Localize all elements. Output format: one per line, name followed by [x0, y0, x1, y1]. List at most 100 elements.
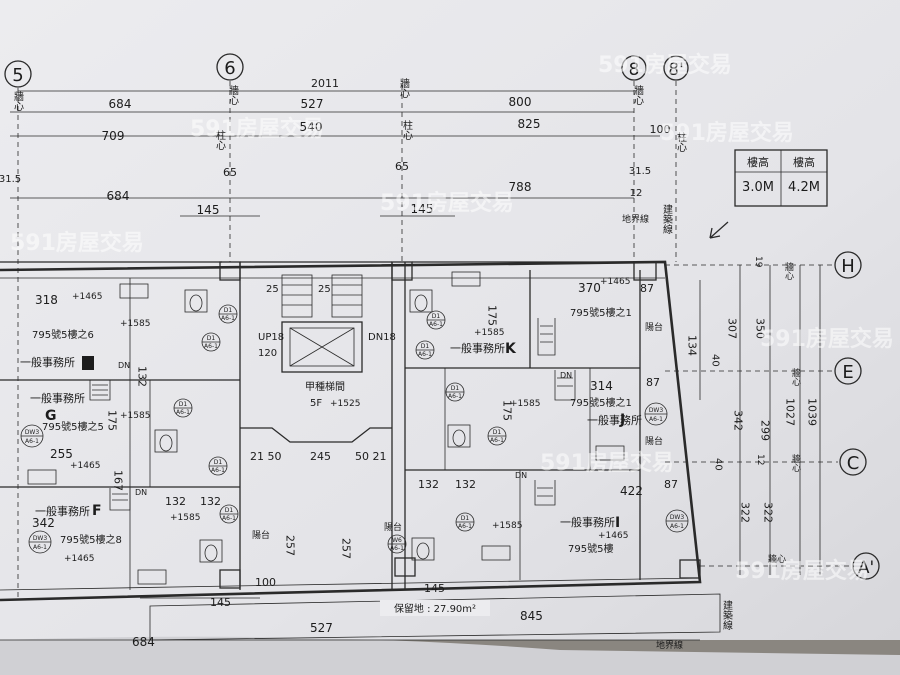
- dim-100: 100: [650, 123, 671, 136]
- grid-axis-5: 5: [4, 60, 32, 88]
- elev-1465-e: +1465: [598, 531, 628, 541]
- dim-19: 19: [753, 256, 763, 268]
- dim-175-a: 175: [106, 410, 119, 431]
- svg-text:A6-1: A6-1: [176, 409, 190, 416]
- open-space-hatch: 保留地 : 27.90m²: [149, 593, 721, 641]
- column-center-label-8: 柱心: [675, 131, 687, 152]
- unit-k-address: 795號5樓之1: [570, 306, 632, 319]
- svg-text:A6-1: A6-1: [649, 416, 663, 423]
- svg-text:A6-1: A6-1: [33, 544, 47, 551]
- axis-label: 8: [629, 60, 640, 80]
- unit-g-address: 795號5樓之5: [42, 420, 104, 433]
- unit-j-label: 一般事務所: [587, 413, 642, 427]
- dim-684-bottom: 684: [132, 635, 155, 649]
- dim-825: 825: [518, 117, 541, 131]
- unit-i-letter: I: [615, 515, 620, 531]
- elev-1465-b: +1465: [70, 461, 100, 471]
- elevator-core: 25 25 UP18 120 DN18 甲種梯間 5F +1525: [258, 274, 396, 409]
- dim-318: 318: [35, 293, 58, 307]
- dim-540: 540: [300, 120, 323, 134]
- balcony-d: 陽台: [384, 521, 402, 533]
- svg-text:D1: D1: [225, 507, 234, 514]
- sanitary-fixtures: [27, 271, 625, 585]
- unit-f-letter: F: [92, 503, 102, 519]
- dim-87-c: 87: [664, 478, 678, 491]
- svg-text:D1: D1: [214, 459, 223, 466]
- unit-j-letter: J: [619, 412, 625, 428]
- elev-1585-a: +1585: [120, 319, 150, 329]
- elev-1465-d: +1465: [600, 277, 630, 287]
- watermark-text-1: 591房屋交易: [598, 52, 732, 78]
- unit-g-label: 一般事務所: [30, 391, 85, 405]
- wall-center-label-5: 牆心: [12, 90, 24, 111]
- dim-684: 684: [109, 97, 132, 111]
- balcony-b: 陽台: [645, 435, 663, 447]
- watermark-text-7: 591房屋交易: [10, 230, 144, 256]
- dim-684-low: 684: [107, 189, 130, 203]
- building-line-label-bottom: 建築線: [721, 599, 733, 630]
- grid-axis-H: H: [834, 251, 862, 279]
- svg-text:D1: D1: [207, 335, 216, 342]
- unit-i-width: 422: [620, 484, 643, 498]
- unit-labels: 318 795號5樓之6 一般事務所 +1585 +1465 一般事務所 G 7…: [20, 277, 678, 564]
- dim-132-b: 132: [200, 495, 221, 508]
- dim-175-c: 175: [501, 400, 514, 421]
- unit-stairs: [82, 318, 576, 511]
- dim-145-bottom: 145: [210, 596, 231, 609]
- dim-12: 12: [630, 188, 643, 199]
- dim-307: 307: [726, 318, 739, 339]
- dim-12-right: 12: [755, 454, 765, 465]
- column-center-label-6: 柱心: [214, 129, 226, 150]
- svg-text:DW3: DW3: [649, 407, 664, 414]
- axis-label: H: [841, 256, 855, 277]
- dim-845-bottom: 845: [520, 609, 543, 623]
- watermark-text-8: 591房屋交易: [660, 120, 794, 146]
- height-value-right: 4.2M: [788, 180, 820, 195]
- unit-j-width: 314: [590, 379, 613, 393]
- open-space-label: 保留地 : 27.90m²: [394, 602, 476, 615]
- boundary-line-label-top: 地界線: [622, 213, 649, 225]
- unit-i-address: 795號5樓: [568, 542, 613, 555]
- height-value-left: 3.0M: [742, 180, 774, 195]
- dim-299: 299: [759, 420, 772, 441]
- unit-top-left-label: 一般事務所: [20, 355, 75, 369]
- watermark: 591房屋交易 591房屋交易 591房屋交易 591房屋交易 591房屋交易 …: [10, 52, 894, 584]
- svg-text:D1: D1: [451, 385, 460, 392]
- dim-132-a: 132: [165, 495, 186, 508]
- dim-21-50: 21 50: [250, 450, 282, 463]
- axis-label: A': [858, 558, 874, 578]
- dim-315-a: 31.5: [0, 174, 21, 185]
- wall-center-A: 牆心: [768, 553, 786, 565]
- dim-342-unit: 342: [32, 516, 55, 530]
- svg-text:DW3: DW3: [25, 429, 40, 436]
- grid-lines: [17, 81, 852, 600]
- dim-50-21: 50 21: [355, 450, 387, 463]
- dim-120: 120: [258, 348, 277, 359]
- bottom-dimension-chains: 684 527 845 145 100 145 地界線 建築線: [0, 576, 733, 651]
- svg-text:D1: D1: [432, 313, 441, 320]
- axis-label: 6: [224, 58, 235, 79]
- svg-text:A6-1: A6-1: [221, 315, 235, 322]
- arrow-icon: [709, 221, 729, 239]
- dim-145-a: 145: [197, 203, 220, 217]
- unit-i-label: 一般事務所: [560, 515, 615, 529]
- floor-height-table: 樓高 樓高 3.0M 4.2M: [734, 149, 828, 207]
- dim-132-vert: 132: [136, 366, 149, 387]
- svg-text:W6: W6: [392, 537, 402, 544]
- dim-245: 245: [310, 450, 331, 463]
- svg-text:A6-1: A6-1: [211, 467, 225, 474]
- dim-257-b: 257: [340, 538, 353, 559]
- grid-axis-8-prime: 8': [663, 55, 689, 81]
- svg-text:A6-1: A6-1: [490, 437, 504, 444]
- grid-axis-8: 8: [621, 55, 647, 81]
